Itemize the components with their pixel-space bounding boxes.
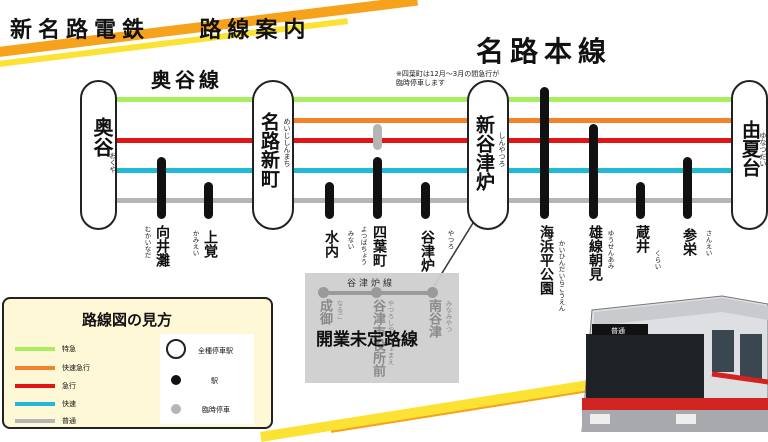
legend-station-symbol — [171, 375, 181, 385]
future-stop-yatsu-shiyakusho — [371, 287, 382, 298]
terminal-meiji-shinmachi[interactable]: 名路新町 めいじしんまち — [252, 80, 294, 230]
seasonal-stop-note: ※四葉町は12月～3月の間急行が臨時停車します — [396, 70, 500, 87]
stop-kaihin-dairakoen — [540, 87, 549, 219]
station-minai-name: 水内 — [323, 230, 339, 258]
station-kaihin-dairakoen-name: 海浜平公園 — [538, 225, 554, 295]
terminal-meiji-shinmachi-kana: めいじしんまち — [283, 118, 291, 167]
legend-bar-tokkyu — [15, 347, 55, 351]
station-yusen-asami-kana: ゆうせんあみ — [606, 230, 614, 269]
legend-label-station: 駅 — [211, 377, 218, 385]
future-line-status: 開業未定路線 — [316, 330, 418, 350]
legend-terminal-symbol — [166, 339, 186, 359]
legend-bar-kaisoku-kyuko — [15, 366, 55, 370]
legend-bar-futsu — [15, 419, 55, 423]
stop-sanei — [683, 157, 692, 219]
legend-label-futsu: 普通 — [62, 417, 76, 425]
future-station-yatsu-shiyakusho-kana: やつろしやくしょまえ — [386, 300, 394, 365]
station-kurai-name: 蔵井 — [634, 225, 650, 253]
line-tokkyu — [110, 97, 750, 102]
future-station-yatsu-shiyakusho-name: 谷津市役所前 — [370, 299, 385, 377]
branch-line-name: 奥谷線 — [151, 68, 223, 92]
legend-bar-kaisoku — [15, 402, 55, 406]
terminal-okuya-name: 奥谷 — [90, 117, 114, 157]
station-yatsuro-kana: やつろ — [446, 230, 454, 250]
guide-label: 路線案内 — [199, 18, 312, 43]
operator-name: 新名路電鉄 — [10, 18, 151, 43]
legend-label-tokkyu: 特急 — [62, 345, 76, 353]
future-stop-minami-yatsu — [427, 287, 438, 298]
station-kurai-kana: くらい — [653, 250, 661, 270]
line-kaisoku — [110, 168, 750, 173]
legend-bar-kyuko — [15, 384, 55, 388]
legend-label-seasonal: 臨時停車 — [202, 406, 230, 414]
future-station-minami-yatsu-kana: みなみやつ — [444, 300, 452, 333]
future-line-name: 谷津炉線 — [347, 279, 396, 289]
station-mukainada-kana: むかいなだ — [143, 226, 151, 259]
terminal-shin-yatsuro-name: 新谷津炉 — [473, 115, 495, 191]
station-sanei-kana: さんえい — [704, 230, 712, 256]
stop-yotsubacho-seasonal — [373, 124, 382, 150]
line-futsu — [110, 198, 750, 203]
terminal-okuya[interactable]: 奥谷 おくや — [80, 80, 117, 230]
future-station-narugo-name: 成御 — [317, 299, 332, 325]
legend-label-kaisoku: 快速 — [62, 400, 76, 408]
legend-seasonal-symbol — [171, 404, 181, 414]
future-station-narugo-kana: なるご — [335, 300, 343, 320]
legend-title: 路線図の見方 — [82, 311, 173, 329]
terminal-meiji-shinmachi-name: 名路新町 — [258, 112, 280, 188]
train-destination-sign: 普通 — [611, 327, 625, 335]
station-yatsuro-name: 谷津炉 — [419, 230, 435, 272]
stop-kurai — [636, 182, 645, 219]
station-minai-kana: みない — [346, 230, 354, 250]
station-kamiei-kana: かみえい — [191, 230, 199, 256]
stop-minai — [325, 182, 334, 219]
legend-label-kaisoku-kyuko: 快速急行 — [62, 364, 90, 372]
station-yusen-asami-name: 雄線朝見 — [587, 225, 603, 281]
terminal-okuya-kana: おくや — [109, 152, 117, 173]
legend-label-kyuko: 急行 — [62, 382, 76, 390]
station-mukainada-name: 向井灘 — [154, 225, 170, 267]
terminal-yunatsudai[interactable]: 由夏台 ゆなつだい — [731, 80, 768, 230]
stop-kamiei — [204, 182, 213, 219]
stop-yatsuro — [421, 182, 430, 219]
stop-yotsubacho — [373, 157, 382, 219]
terminal-shin-yatsuro[interactable]: 新谷津炉 しんやつろ — [467, 80, 509, 230]
station-yotsubacho-name: 四葉町 — [371, 225, 387, 267]
terminal-yunatsudai-kana: ゆなつだい — [759, 132, 767, 167]
station-yotsubacho-kana: よつばちょう — [359, 226, 367, 265]
train-illustration — [581, 295, 768, 432]
future-station-minami-yatsu-name: 南谷津 — [426, 299, 441, 338]
main-line-name: 名路本線 — [476, 35, 613, 68]
terminal-yunatsudai-name: 由夏台 — [739, 120, 761, 177]
station-kaihin-dairakoen-kana: かいひんだいらこうえん — [557, 240, 565, 312]
legend-label-all-stop: 全種停車駅 — [198, 347, 233, 355]
stop-yusen-asami — [589, 124, 598, 219]
future-stop-narugo — [318, 287, 329, 298]
header-title: 新名路電鉄 路線案内 — [10, 12, 311, 44]
stop-mukainada — [157, 157, 166, 219]
station-sanei-name: 参栄 — [681, 228, 697, 256]
line-kyuko — [110, 138, 750, 143]
station-kamiei-name: 上覚 — [202, 230, 218, 258]
terminal-shin-yatsuro-kana: しんやつろ — [498, 132, 506, 167]
